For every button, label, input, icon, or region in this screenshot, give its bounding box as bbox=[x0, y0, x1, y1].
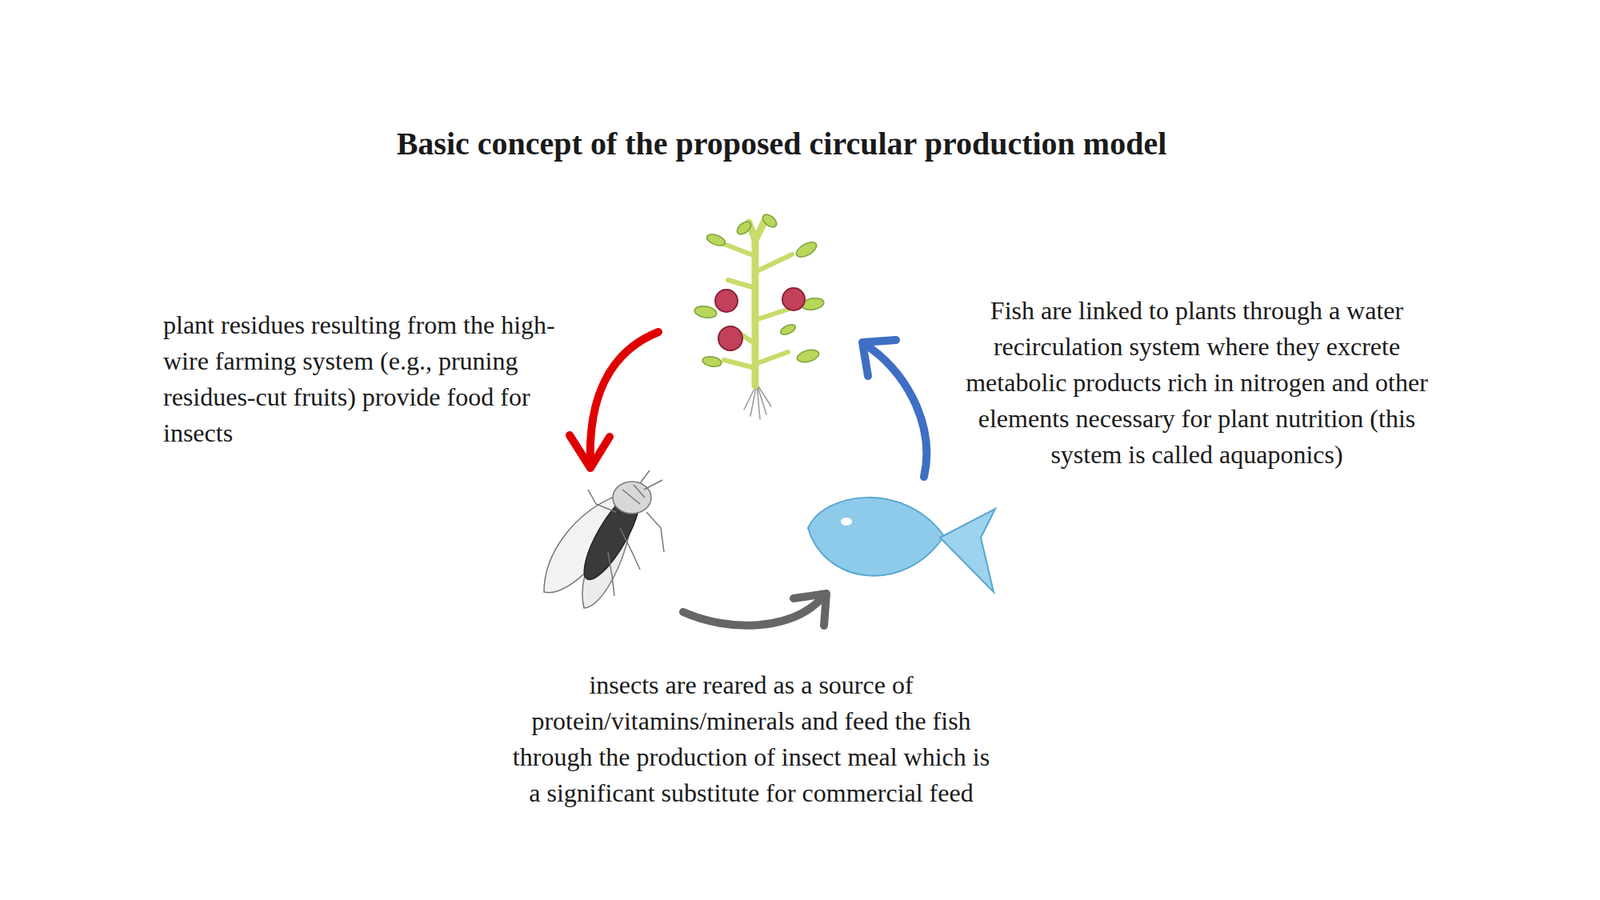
cycle-arrow bbox=[569, 332, 927, 626]
fish-illustration bbox=[808, 497, 996, 592]
diagram-title: Basic concept of the proposed circular p… bbox=[301, 124, 1262, 164]
plant-illustration bbox=[693, 212, 825, 420]
annotation-text: plant residues resulting from the high-w… bbox=[163, 307, 572, 452]
annotation-text: insects are reared as a source of protei… bbox=[507, 667, 996, 812]
annotation-text: Fish are linked to plants through a wate… bbox=[948, 292, 1445, 473]
insect-illustration bbox=[544, 470, 664, 608]
